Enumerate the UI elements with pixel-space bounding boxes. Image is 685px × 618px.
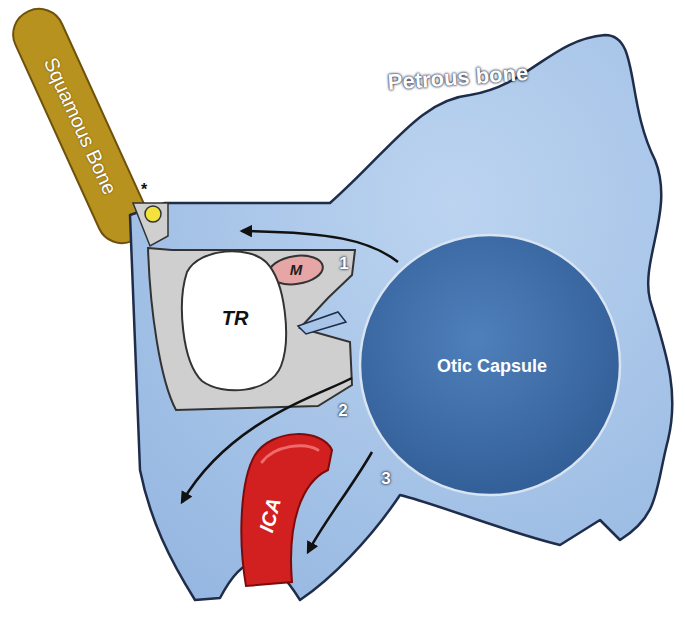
callout-number: 3 [381, 470, 390, 487]
structure-label: TR [222, 307, 249, 329]
otic-capsule: Otic Capsule [358, 233, 622, 497]
structure-label: Otic Capsule [437, 357, 547, 377]
structure-label: M [290, 262, 303, 279]
internal-carotid-artery: ICA [230, 425, 340, 595]
callout-number: 1 [339, 255, 348, 272]
shape-outline [230, 425, 340, 595]
suture-marker: * [141, 182, 147, 198]
tympanic-ring: TR [175, 240, 295, 400]
callout-number: 2 [338, 402, 347, 419]
